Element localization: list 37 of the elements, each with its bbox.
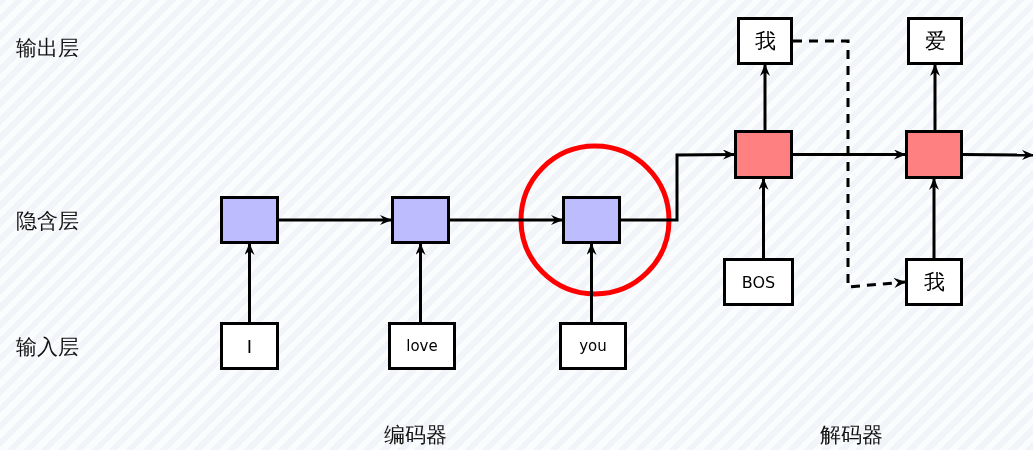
arrow bbox=[758, 178, 769, 258]
hidden-state-box bbox=[734, 130, 793, 179]
arrow bbox=[963, 149, 1033, 160]
arrow bbox=[586, 243, 597, 322]
arrow bbox=[450, 215, 563, 225]
token-box bbox=[723, 258, 794, 306]
layer-label: 输出层 bbox=[16, 35, 79, 62]
token-text: 我 bbox=[923, 269, 945, 296]
token-text: you bbox=[579, 337, 607, 355]
token-box bbox=[388, 322, 456, 370]
arrow bbox=[621, 149, 735, 222]
arrow bbox=[415, 243, 426, 322]
hidden-state-box bbox=[905, 130, 963, 179]
token-box bbox=[220, 322, 279, 370]
token-text: 爱 bbox=[924, 28, 946, 55]
section-label: 编码器 bbox=[384, 422, 447, 449]
hidden-state-box bbox=[562, 196, 621, 244]
arrow bbox=[930, 64, 940, 130]
hidden-state-box bbox=[220, 196, 279, 244]
arrow bbox=[760, 64, 770, 130]
layer-label: 隐含层 bbox=[16, 208, 79, 235]
hidden-state-box bbox=[391, 196, 450, 244]
token-text: 我 bbox=[754, 28, 776, 55]
section-label: 解码器 bbox=[820, 422, 883, 449]
arrow bbox=[279, 215, 392, 225]
token-box bbox=[905, 258, 963, 306]
arrow bbox=[244, 243, 255, 322]
token-text: BOS bbox=[741, 272, 776, 292]
arrow bbox=[793, 149, 906, 160]
layer-label: 输入层 bbox=[16, 334, 79, 361]
arrow bbox=[929, 178, 939, 258]
token-text: I bbox=[246, 335, 253, 357]
token-box bbox=[737, 17, 793, 65]
token-text: love bbox=[406, 337, 438, 355]
token-box bbox=[907, 17, 963, 65]
dashed-arrow bbox=[793, 39, 906, 289]
token-box bbox=[559, 322, 627, 370]
